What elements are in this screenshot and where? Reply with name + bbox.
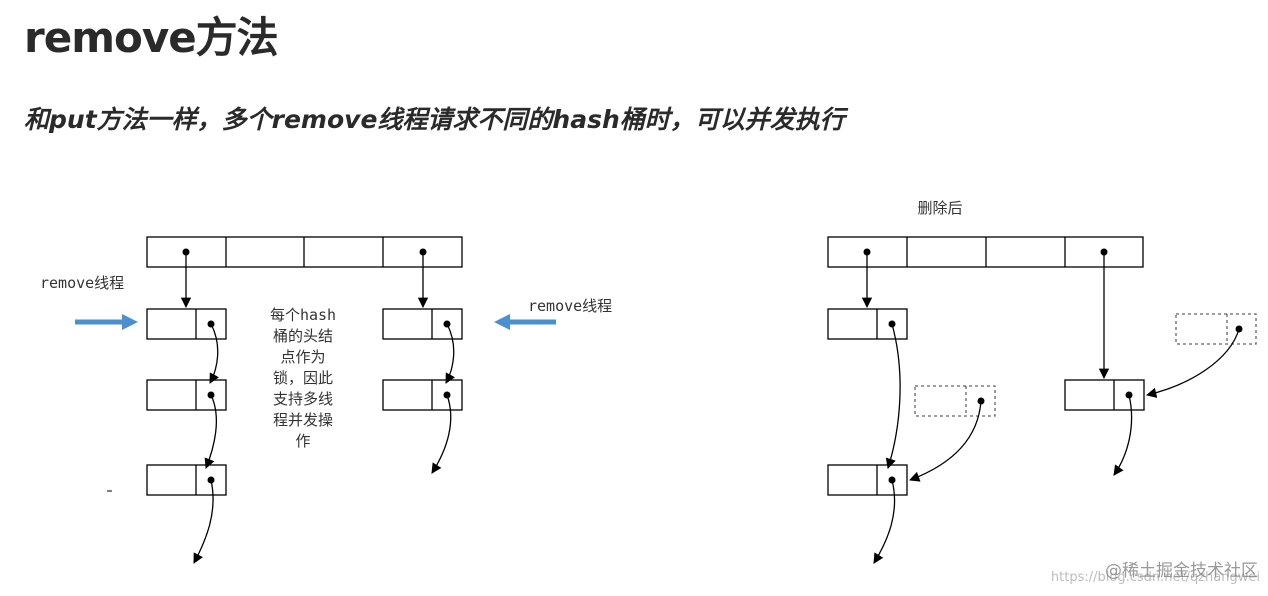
list-node — [146, 464, 227, 496]
next-pointer-arrow — [873, 479, 896, 564]
right-thread-arrow — [494, 314, 556, 330]
list-node — [1064, 379, 1145, 411]
note-line: 点作为 — [280, 348, 325, 366]
next-pointer-arrow — [1113, 394, 1133, 476]
next-pointer-arrow — [909, 400, 982, 482]
note-line: 程并发操 — [273, 411, 333, 429]
next-pointer-arrow — [1145, 328, 1240, 398]
next-pointer-arrow — [204, 394, 218, 469]
page-subtitle: 和put方法一样，多个remove线程请求不同的hash桶时，可以并发执行 — [24, 105, 845, 134]
next-pointer-arrow — [445, 323, 455, 384]
note-line: 支持多线 — [273, 390, 333, 408]
list-node — [146, 308, 227, 340]
next-pointer-arrow — [193, 479, 214, 564]
head-node-lock-note: 每个hash 桶的头结 点作为 锁，因此 支持多线 程并发操 作 — [270, 306, 336, 450]
watermark-url: https://blog.csdn.net/qzhangwei — [1050, 570, 1260, 585]
right-thread-label: remove线程 — [528, 297, 612, 315]
deleted-node — [1175, 313, 1257, 345]
next-pointer-arrow — [209, 323, 219, 384]
watermark: @稀土掘金技术社区 — [1105, 561, 1258, 581]
left-thread-label: remove线程 — [40, 274, 124, 292]
page-title: remove方法 — [24, 13, 279, 62]
right-bucket-array — [827, 236, 1144, 268]
left-diagram-before — [107, 236, 463, 564]
list-node — [146, 379, 227, 411]
right-diagram-after — [827, 236, 1257, 564]
after-delete-label: 删除后 — [917, 199, 962, 217]
deleted-node — [914, 385, 996, 417]
note-line: 锁，因此 — [273, 369, 333, 387]
note-line: 桶的头结 — [273, 327, 333, 345]
left-thread-arrow — [75, 314, 138, 330]
left-bucket-array — [146, 236, 463, 268]
note-line: 作 — [295, 432, 310, 450]
list-node — [827, 464, 908, 496]
list-node — [382, 308, 463, 340]
next-pointer-arrow — [885, 323, 901, 469]
list-node — [382, 379, 463, 411]
note-line: 每个hash — [270, 306, 336, 324]
next-pointer-arrow — [431, 394, 452, 474]
